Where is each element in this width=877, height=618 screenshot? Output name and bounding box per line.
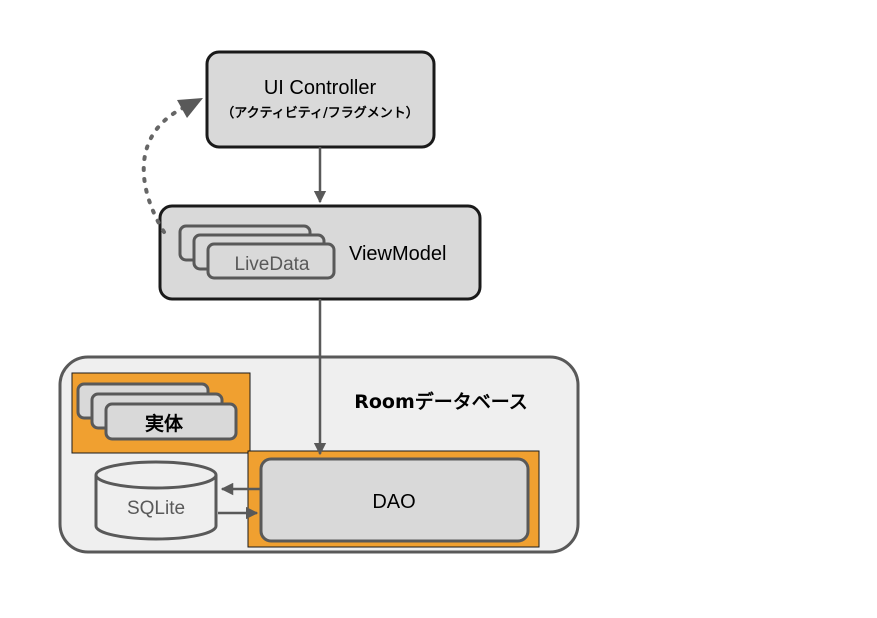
viewmodel-label: ViewModel — [349, 243, 446, 265]
livedata-observe-dotted-arrow — [141, 106, 185, 234]
livedata-observe-arrowhead — [177, 98, 203, 118]
ui-controller-box — [205, 50, 436, 149]
sqlite-label: SQLite — [127, 498, 185, 519]
dao-label: DAO — [372, 491, 415, 513]
dao-box — [259, 457, 530, 543]
entity-label: 実体 — [145, 412, 184, 435]
livedata-card-front — [206, 242, 336, 280]
ui-controller-subtitle: （アクティビティ/フラグメント） — [221, 105, 419, 121]
entity-card-front — [104, 402, 238, 441]
room-database-label: Roomデータベース — [354, 390, 528, 413]
livedata-label: LiveData — [235, 254, 310, 275]
sqlite-database-icon — [94, 460, 218, 541]
ui-controller-title: UI Controller — [264, 77, 377, 99]
